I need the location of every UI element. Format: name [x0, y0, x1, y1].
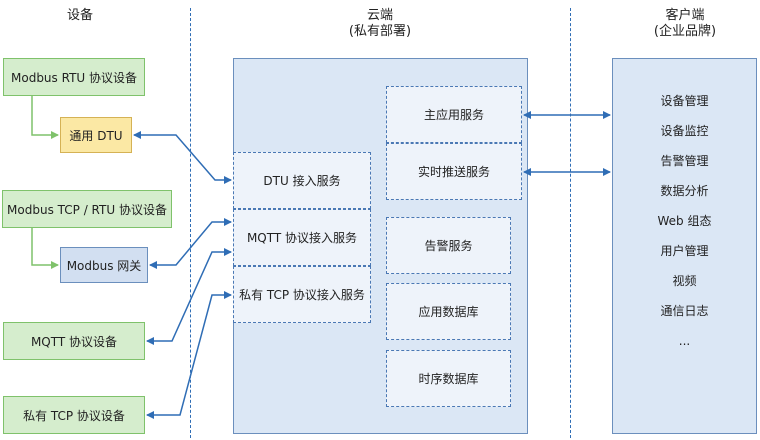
rtu-to-dtu-link — [31, 96, 59, 139]
private-tcp-device: 私有 TCP 协议设备 — [3, 396, 145, 434]
modbus-rtu-device: Modbus RTU 协议设备 — [3, 58, 145, 96]
dtu-access-service: DTU 接入服务 — [233, 152, 371, 209]
feature-item: 用户管理 — [660, 244, 709, 258]
client-column-title: 客户端 (企业品牌) — [635, 8, 735, 40]
private-tcp-to-access-link — [146, 291, 232, 419]
private-tcp-access-service: 私有 TCP 协议接入服务 — [233, 266, 371, 323]
client-feature-list: 设备管理 设备监控 告警管理 数据分析 Web 组态 用户管理 视频 通信日志 … — [612, 86, 757, 356]
feature-item: 设备管理 — [660, 94, 709, 108]
mqtt-device: MQTT 协议设备 — [3, 322, 145, 360]
client-subtitle: (企业品牌) — [653, 24, 717, 39]
feature-item: 设备监控 — [660, 124, 709, 138]
cloud-column-title: 云端 (私有部署) — [330, 8, 430, 40]
realtime-push-service: 实时推送服务 — [386, 143, 522, 200]
feature-item: 数据分析 — [660, 184, 709, 198]
dtu-device: 通用 DTU — [60, 117, 132, 153]
dtu-to-access-link — [133, 131, 232, 184]
separator-right — [570, 8, 571, 438]
alarm-service: 告警服务 — [386, 217, 511, 274]
device-column-title: 设备 — [66, 8, 93, 23]
feature-item: 视频 — [672, 274, 697, 288]
main-app-service: 主应用服务 — [386, 86, 522, 143]
modbus-gateway: Modbus 网关 — [60, 247, 148, 283]
cloud-subtitle: (私有部署) — [348, 24, 412, 39]
feature-item: ... — [678, 334, 691, 348]
modbus-tcp-rtu-device: Modbus TCP / RTU 协议设备 — [2, 190, 172, 228]
client-panel — [612, 58, 757, 434]
feature-item: Web 组态 — [657, 214, 712, 228]
timeseries-database: 时序数据库 — [386, 350, 511, 407]
gateway-to-mqtt-access-link — [149, 218, 232, 269]
feature-item: 通信日志 — [660, 304, 709, 318]
feature-item: 告警管理 — [660, 154, 709, 168]
cloud-title: 云端 — [366, 8, 393, 23]
tcp-to-gateway-link — [31, 228, 59, 269]
client-title: 客户端 — [665, 8, 705, 23]
mqtt-access-service: MQTT 协议接入服务 — [233, 209, 371, 266]
app-database: 应用数据库 — [386, 283, 511, 340]
